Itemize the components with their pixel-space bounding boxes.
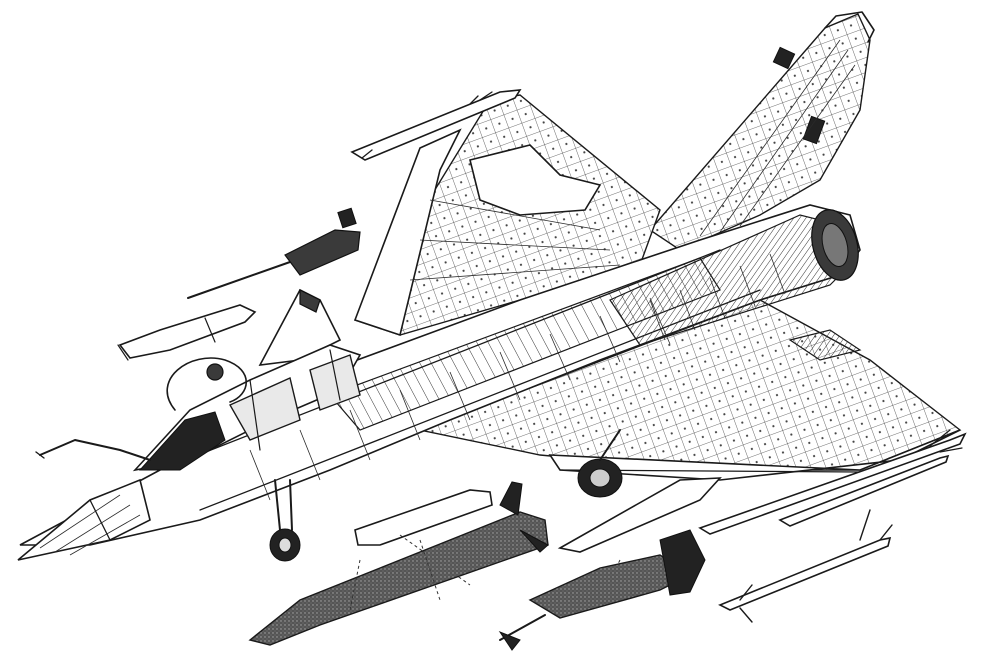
main-landing-gear — [577, 429, 623, 498]
fin — [648, 11, 875, 251]
dashed-leader — [349, 539, 441, 611]
refuelling-hose — [166, 357, 247, 411]
wingtip-missile — [350, 89, 522, 161]
cannon — [187, 207, 361, 299]
nose-landing-gear — [269, 479, 301, 562]
external-store-pod — [117, 304, 257, 361]
free-fall-bomb — [498, 529, 706, 651]
engine-exhaust — [609, 209, 859, 346]
nose-radome — [17, 478, 151, 561]
air-to-air-missile — [698, 429, 967, 535]
air-to-air-missile-spare — [718, 509, 893, 623]
refuelling-probe — [35, 439, 151, 461]
cruise-missile — [248, 481, 549, 646]
cockpit-canopy — [132, 344, 362, 472]
